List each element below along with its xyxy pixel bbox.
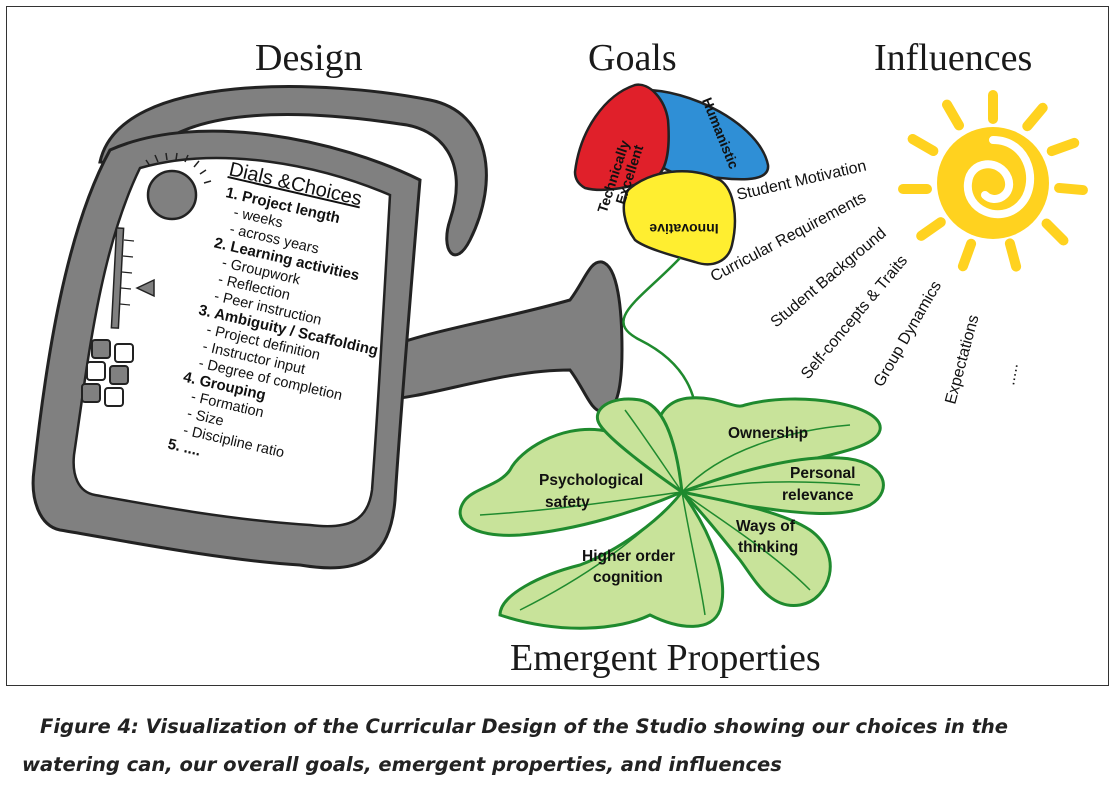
leaf-top-left-lobe [596, 397, 684, 496]
diagram-canvas: Design Goals Influences Emergent Propert… [31, 37, 1088, 679]
leaf-veins [479, 409, 861, 616]
watering-can-icon [31, 85, 624, 570]
figure-caption: Figure 4: Visualization of the Curricula… [22, 708, 1102, 784]
label-psych-1: Psychological [539, 472, 643, 489]
petal-technically-excellent [573, 83, 670, 192]
leaf-ways-of-thinking [677, 489, 832, 607]
label-psych-2: safety [545, 494, 590, 511]
heading-emergent-properties: Emergent Properties [510, 637, 821, 679]
label-ways-2: thinking [738, 539, 798, 556]
heading-design: Design [255, 37, 363, 79]
caption-line-2: watering can, our overall goals, emergen… [22, 753, 782, 776]
petal-innovative [622, 170, 737, 266]
label-ways-1: Ways of [736, 518, 796, 535]
heading-goals: Goals [588, 37, 677, 79]
label-higher-2: cognition [593, 569, 663, 586]
label-higher-1: Higher order [582, 548, 675, 565]
emergent-leaves [458, 396, 885, 630]
sun-icon [898, 90, 1088, 272]
influence-expectations: Expectations [942, 313, 982, 406]
goal-innovative: Innovative [649, 221, 718, 237]
goals-flower: Technically Excellent Humanistic Innovat… [573, 83, 770, 266]
figure-frame [6, 6, 1109, 686]
label-personal-2: relevance [782, 487, 854, 504]
label-personal-1: Personal [790, 465, 855, 482]
caption-line-1: Figure 4: Visualization of the Curricula… [40, 715, 1009, 738]
heading-influences: Influences [874, 37, 1032, 79]
label-ownership: Ownership [728, 425, 808, 442]
leaf-higher-order-cognition [498, 489, 725, 630]
influence-ellipsis: ..... [1001, 362, 1022, 387]
